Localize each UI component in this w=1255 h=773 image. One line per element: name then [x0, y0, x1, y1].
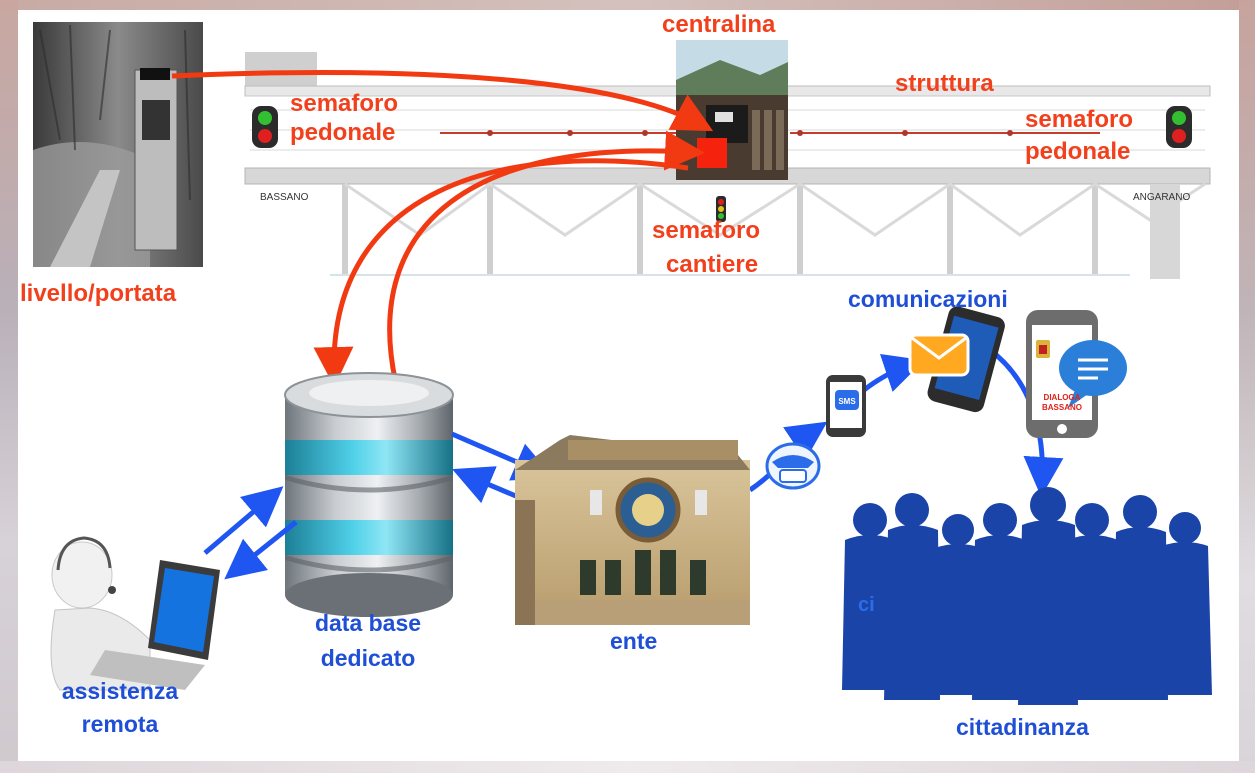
label-bassano: BASSANO: [260, 192, 309, 203]
red-arrows: [171, 70, 714, 387]
sms-phone-icon: SMS: [826, 375, 866, 437]
traffic-light-icon: [1166, 106, 1192, 148]
label-semaforo-right: semaforo: [1025, 106, 1134, 133]
centralina-photo: [676, 40, 788, 180]
dialoga-label-1: DIALOGA: [1044, 393, 1081, 402]
label-pedonale-right: pedonale: [1025, 138, 1131, 165]
frame-right: [1239, 0, 1255, 773]
arrow-operator-to-db: [203, 486, 284, 555]
laptop-operator-icon: [50, 536, 220, 691]
app-phone-icon: DIALOGA BASSANO: [1026, 310, 1127, 438]
label-dedicato: dedicato: [320, 645, 416, 671]
arrow-centralina-to-db: [313, 158, 689, 387]
arrow-db-to-centralina: [387, 130, 705, 385]
frame-top: [0, 0, 1255, 10]
label-comunicazioni: comunicazioni: [848, 286, 1008, 312]
label-pedonale-left: pedonale: [290, 119, 396, 146]
database-icon: [284, 372, 454, 617]
label-ente: ente: [610, 628, 658, 654]
email-phone-icon: [908, 306, 1005, 413]
label-angarano: ANGARANO: [1133, 192, 1191, 203]
label-cittadinanza: cittadinanza: [956, 714, 1089, 740]
blue-arrows: [203, 348, 1064, 580]
frame-left: [0, 0, 18, 773]
label-remota: remota: [81, 711, 159, 737]
arrow-db-to-operator: [224, 520, 298, 580]
label-centralina: centralina: [662, 11, 776, 38]
frame-bottom: [0, 761, 1255, 773]
crowd-silhouette: [842, 487, 1212, 705]
label-semaforo-cantiere: semaforo: [652, 217, 761, 244]
sensor-photo: [33, 22, 203, 267]
label-livello-portata: livello/portata: [20, 280, 177, 307]
label-cantiere: cantiere: [666, 251, 759, 278]
label-ci: ci: [858, 594, 875, 616]
arrow-sensor-to-centralina: [171, 70, 714, 132]
traffic-light-icon: [716, 196, 726, 222]
label-assistenza: assistenza: [61, 678, 179, 704]
town-hall-photo: [515, 435, 750, 625]
label-struttura: struttura: [895, 70, 994, 97]
label-semaforo-left: semaforo: [290, 90, 399, 117]
dialoga-label-2: BASSANO: [1042, 403, 1082, 412]
telephone-icon: [765, 442, 821, 490]
sms-label: SMS: [838, 397, 856, 406]
label-data-base: data base: [314, 610, 422, 636]
traffic-light-icon: [252, 106, 278, 148]
